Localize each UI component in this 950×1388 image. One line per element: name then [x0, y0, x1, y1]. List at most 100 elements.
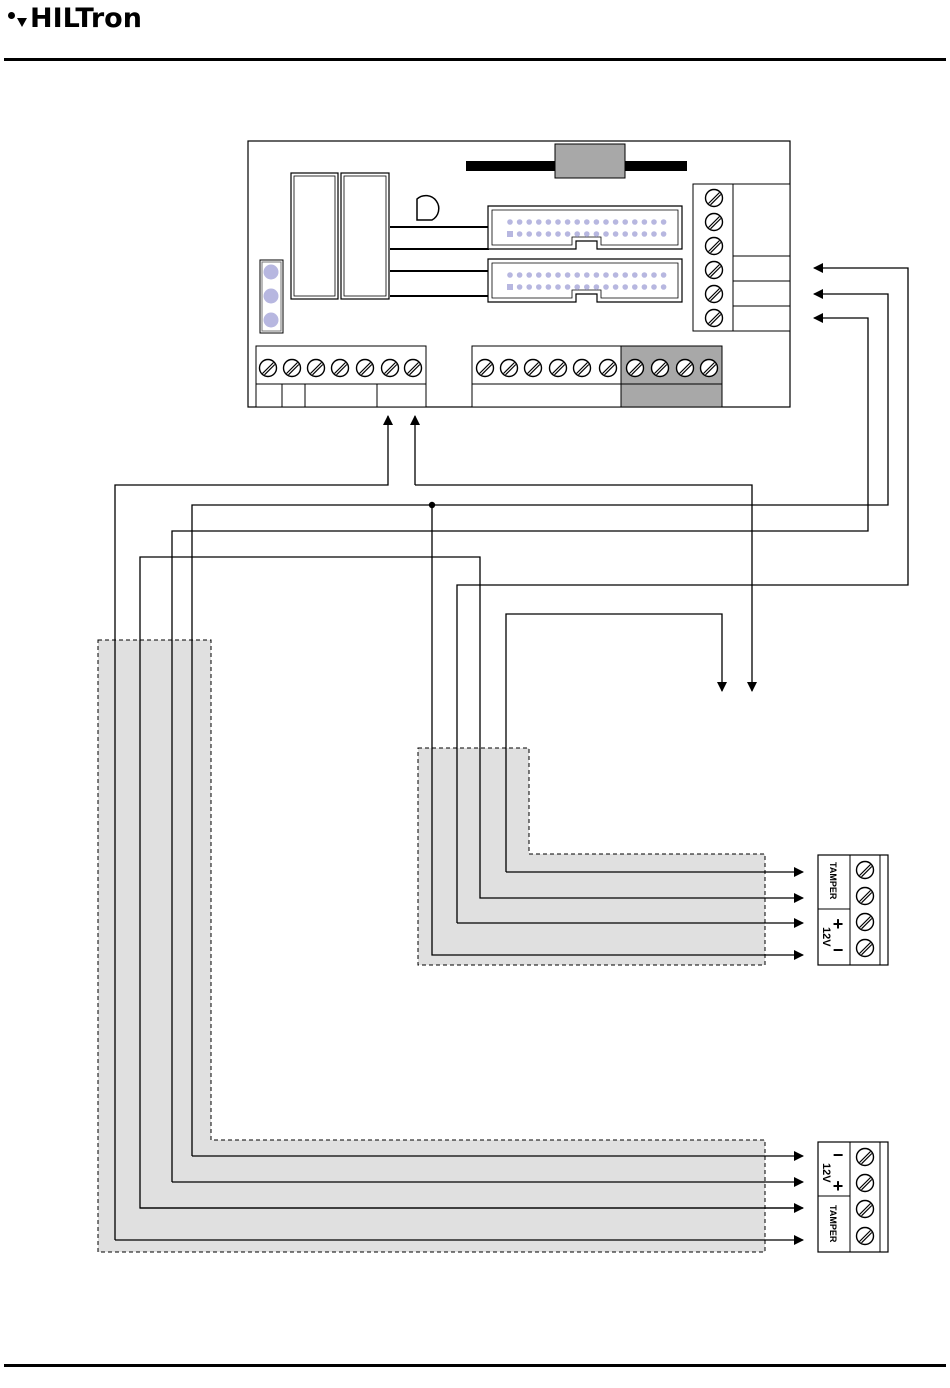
terminal-screw-icon: [284, 360, 301, 377]
terminal-screw-icon: [701, 360, 718, 377]
connector-pin: [613, 272, 619, 278]
connector-pin: [603, 284, 609, 290]
connector-pin: [632, 219, 638, 225]
label-plus-bottom: +: [833, 1176, 844, 1196]
connector-pin: [661, 219, 667, 225]
terminal-screw-icon: [706, 286, 723, 303]
connector-pin: [546, 231, 552, 237]
terminal-screw-icon: [677, 360, 694, 377]
detector-terminal-top: TAMPER + 12V −: [818, 855, 888, 965]
connector-pin: [642, 272, 648, 278]
terminal-screw-icon: [706, 238, 723, 255]
connector-pin: [565, 272, 571, 278]
terminal-screw-icon: [357, 360, 374, 377]
connector-pin: [555, 272, 561, 278]
connector-pin: [594, 272, 600, 278]
connector-pin: [584, 219, 590, 225]
connector-pin: [526, 284, 532, 290]
connector-pin: [546, 284, 552, 290]
connector-pin: [622, 219, 628, 225]
connector-pin: [622, 272, 628, 278]
connector-pin: [574, 284, 580, 290]
terminal-screw-icon: [525, 360, 542, 377]
connector-pin: [526, 231, 532, 237]
terminal-screw-icon: [706, 190, 723, 207]
cable-zone-small: [418, 748, 765, 965]
connector-pin: [536, 284, 542, 290]
connector-pin: [555, 231, 561, 237]
connector-pin: [517, 219, 523, 225]
label-tamper-top: TAMPER: [828, 862, 838, 900]
connector-pin: [594, 284, 600, 290]
connector-pin: [661, 231, 667, 237]
connector-pin: [546, 272, 552, 278]
connector-pin: [574, 231, 580, 237]
connector-pin: [651, 219, 657, 225]
terminal-screw-icon: [501, 360, 518, 377]
terminal-screw-icon: [706, 214, 723, 231]
label-minus-bottom: −: [833, 1145, 844, 1165]
connector-pin: [507, 231, 513, 237]
connector-pin: [613, 284, 619, 290]
connector-pin: [642, 231, 648, 237]
connector-pin: [622, 231, 628, 237]
connector-pin: [661, 272, 667, 278]
connector-pin: [574, 272, 580, 278]
connector-pin: [651, 231, 657, 237]
connector-pin: [536, 219, 542, 225]
terminal-screw-icon: [574, 360, 591, 377]
connector-pin: [584, 272, 590, 278]
terminal-screw-icon: [382, 360, 399, 377]
connector-pin: [507, 272, 513, 278]
connector-pin: [555, 284, 561, 290]
label-minus-top: −: [833, 940, 844, 960]
label-12v-bottom: 12V: [820, 1163, 832, 1183]
terminal-screw-icon: [652, 360, 669, 377]
connector-pin: [632, 231, 638, 237]
connector-pin: [517, 272, 523, 278]
connector-pin: [565, 219, 571, 225]
connector-pin: [584, 231, 590, 237]
connector-pin: [574, 219, 580, 225]
connector-pin: [536, 231, 542, 237]
wire-junction: [429, 502, 435, 508]
terminal-screw-icon: [332, 360, 349, 377]
connector-pin: [565, 231, 571, 237]
connector-pin: [632, 284, 638, 290]
connector-pin: [546, 219, 552, 225]
detector-terminal-bottom: − 12V + TAMPER: [818, 1142, 888, 1252]
connector-pin: [613, 231, 619, 237]
connector-pin: [565, 284, 571, 290]
label-12v-top: 12V: [820, 927, 832, 947]
terminal-screw-icon: [550, 360, 567, 377]
terminal-screw-icon: [260, 360, 277, 377]
connector-pin: [642, 219, 648, 225]
connector-pin: [661, 284, 667, 290]
connector-pin: [603, 219, 609, 225]
terminal-screw-icon: [308, 360, 325, 377]
connector-pin: [584, 284, 590, 290]
connector-pin: [594, 231, 600, 237]
connector-pin: [555, 219, 561, 225]
connector-pin: [622, 284, 628, 290]
connector-pin: [642, 284, 648, 290]
label-plus-top: +: [833, 914, 844, 934]
connector-pin: [526, 219, 532, 225]
connector-pin: [603, 231, 609, 237]
terminal-screw-icon: [477, 360, 494, 377]
connector-pin: [651, 284, 657, 290]
connector-pin: [651, 272, 657, 278]
terminal-screw-icon: [706, 262, 723, 279]
label-tamper-bottom: TAMPER: [828, 1205, 838, 1243]
connector-pin: [526, 272, 532, 278]
connector-pin: [603, 272, 609, 278]
connector-pin: [632, 272, 638, 278]
connector-pin: [517, 231, 523, 237]
connector-pin: [507, 284, 513, 290]
terminal-screw-icon: [627, 360, 644, 377]
terminal-screw-icon: [405, 360, 422, 377]
terminal-screw-icon: [600, 360, 617, 377]
terminal-screw-icon: [706, 310, 723, 327]
connector-pin: [536, 272, 542, 278]
